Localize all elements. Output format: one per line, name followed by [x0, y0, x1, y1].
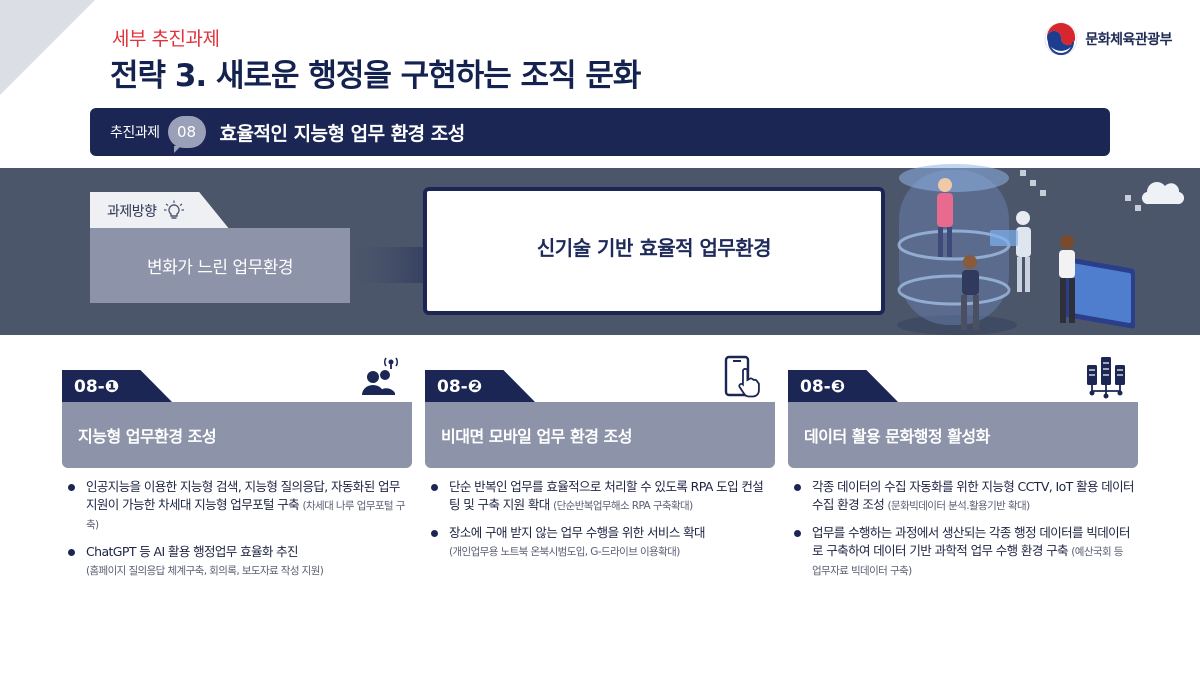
lightbulb-icon	[163, 200, 184, 219]
current-state-box: 변화가 느린 업무환경	[90, 228, 350, 303]
bullet-note: (개인업무용 노트북 온북시범도입, G-드라이브 이용확대)	[449, 546, 680, 558]
subtask-code: 08-❶	[62, 370, 174, 404]
bullet-note: (예산국회 등 업무자료 빅데이터 구축)	[812, 546, 1123, 577]
task-title: 효율적인 지능형 업무 환경 조성	[219, 122, 466, 145]
list-item: 단순 반복인 업무를 효율적으로 처리할 수 있도록 RPA 도입 컨설팅 및 …	[431, 478, 771, 515]
target-state-box: 신기술 기반 효율적 업무환경	[423, 187, 885, 315]
subtask-bullet-list: 인공지능을 이용한 지능형 검색, 지능형 질의응답, 자동화된 업무지원이 가…	[68, 478, 408, 589]
section-subtitle: 세부 추진과제	[112, 28, 220, 50]
list-item: 각종 데이터의 수집 자동화를 위한 지능형 CCTV, IoT 활용 데이터 …	[794, 478, 1135, 515]
list-item: 업무를 수행하는 과정에서 생산되는 각종 행정 데이터를 빅데이터로 구축하여…	[794, 524, 1134, 580]
bullet-text: 장소에 구애 받지 않는 업무 수행을 위한 서비스 확대	[449, 525, 705, 540]
taegeuk-logo-icon	[1044, 22, 1078, 56]
direction-tab: 과제방향	[90, 192, 230, 230]
bullet-text: 각종 데이터의 수집 자동화를 위한 지능형 CCTV, IoT 활용 데이터 …	[812, 479, 1135, 512]
bullet-note: (문화빅데이터 분석.활용기반 확대)	[887, 500, 1031, 512]
page-title: 전략 3. 새로운 행정을 구현하는 조직 문화	[110, 58, 641, 94]
direction-tab-label: 과제방향	[107, 204, 157, 220]
server-network-icon	[1087, 357, 1125, 399]
list-item: 인공지능을 이용한 지능형 검색, 지능형 질의응답, 자동화된 업무지원이 가…	[68, 478, 408, 534]
people-broadcast-icon	[362, 357, 399, 395]
bullet-text: 인공지능을 이용한 지능형 검색, 지능형 질의응답, 자동화된 업무지원이 가…	[86, 479, 400, 512]
ministry-name: 문화체육관광부	[1085, 32, 1172, 48]
task-banner: 추진과제 08 효율적인 지능형 업무 환경 조성	[90, 108, 1110, 156]
subtask-title: 지능형 업무환경 조성	[62, 402, 412, 468]
smart-office-illustration	[897, 164, 1185, 335]
subtask-code: 08-❷	[425, 370, 537, 404]
subtask-bullet-list: 각종 데이터의 수집 자동화를 위한 지능형 CCTV, IoT 활용 데이터 …	[794, 478, 1135, 589]
subtask-code: 08-❸	[788, 370, 900, 404]
task-number-badge: 08	[167, 116, 206, 153]
task-label: 추진과제	[110, 125, 160, 141]
corner-decoration	[0, 0, 95, 95]
ministry-logo-block: 문화체육관광부	[1044, 22, 1172, 56]
bullet-note: (단순반복업무해소 RPA 구축확대)	[553, 500, 693, 512]
subtask-title: 데이터 활용 문화행정 활성화	[788, 402, 1138, 468]
bullet-text: 단순 반복인 업무를 효율적으로 처리할 수 있도록 RPA 도입 컨설팅 및 …	[449, 479, 764, 512]
list-item: ChatGPT 등 AI 활용 행정업무 효율화 추진 (홈페이지 질의응답 체계…	[68, 543, 408, 580]
bullet-note: (차세대 나루 업무포털 구축)	[86, 500, 405, 531]
bullet-text: 업무를 수행하는 과정에서 생산되는 각종 행정 데이터를 빅데이터로 구축하여…	[812, 525, 1131, 558]
list-item: 장소에 구애 받지 않는 업무 수행을 위한 서비스 확대 (개인업무용 노트북 …	[431, 524, 771, 561]
bullet-note: (홈페이지 질의응답 체계구축, 회의록, 보도자료 작성 지원)	[86, 565, 324, 577]
subtask-bullet-list: 단순 반복인 업무를 효율적으로 처리할 수 있도록 RPA 도입 컨설팅 및 …	[431, 478, 771, 570]
mobile-touch-icon	[724, 355, 760, 398]
bullet-text: ChatGPT 등 AI 활용 행정업무 효율화 추진	[86, 544, 299, 559]
subtask-title: 비대면 모바일 업무 환경 조성	[425, 402, 775, 468]
